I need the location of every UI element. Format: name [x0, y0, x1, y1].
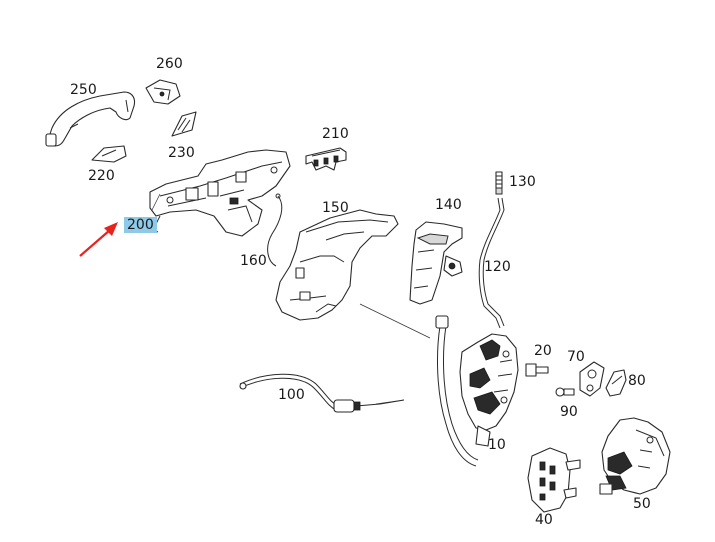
label-10[interactable]: 10	[488, 437, 506, 453]
part-220-seal[interactable]	[91, 145, 127, 163]
label-50[interactable]: 50	[633, 496, 651, 512]
part-200-handle-carrier[interactable]	[149, 149, 291, 237]
label-20[interactable]: 20	[534, 343, 552, 359]
label-250[interactable]: 250	[70, 82, 97, 98]
part-260-handle-cap[interactable]	[145, 79, 181, 105]
leader-lines	[151, 193, 431, 405]
part-50-housing[interactable]	[599, 417, 671, 495]
part-130-pin[interactable]	[495, 171, 503, 195]
part-70-bracket[interactable]	[579, 361, 605, 397]
label-140[interactable]: 140	[435, 197, 462, 213]
label-220[interactable]: 220	[88, 168, 115, 184]
label-210[interactable]: 210	[322, 126, 349, 142]
label-70[interactable]: 70	[567, 349, 585, 365]
part-20-bolt[interactable]	[525, 363, 549, 377]
part-230-seal[interactable]	[171, 111, 197, 137]
label-120[interactable]: 120	[484, 259, 511, 275]
part-250-door-handle[interactable]	[45, 91, 136, 147]
part-80-plate[interactable]	[605, 369, 627, 397]
part-10-latch[interactable]	[459, 333, 519, 447]
label-160[interactable]: 160	[240, 253, 267, 269]
part-120-rod[interactable]	[478, 197, 505, 329]
label-100[interactable]: 100	[278, 387, 305, 403]
label-230[interactable]: 230	[168, 145, 195, 161]
part-160-rod[interactable]	[267, 193, 283, 267]
part-100-cable[interactable]	[239, 373, 405, 413]
label-40[interactable]: 40	[535, 512, 553, 528]
label-90[interactable]: 90	[560, 404, 578, 420]
part-140-module[interactable]	[409, 221, 463, 305]
label-130[interactable]: 130	[509, 174, 536, 190]
label-150[interactable]: 150	[322, 200, 349, 216]
label-200-highlighted[interactable]: 200	[124, 217, 157, 233]
red-arrow-icon	[79, 222, 118, 257]
latch-cable[interactable]	[435, 315, 479, 467]
label-80[interactable]: 80	[628, 373, 646, 389]
part-40-connector[interactable]	[527, 447, 581, 513]
part-210-bracket[interactable]	[305, 147, 347, 171]
part-90-screw[interactable]	[555, 387, 575, 397]
part-150-cover[interactable]	[275, 209, 399, 321]
label-260[interactable]: 260	[156, 56, 183, 72]
